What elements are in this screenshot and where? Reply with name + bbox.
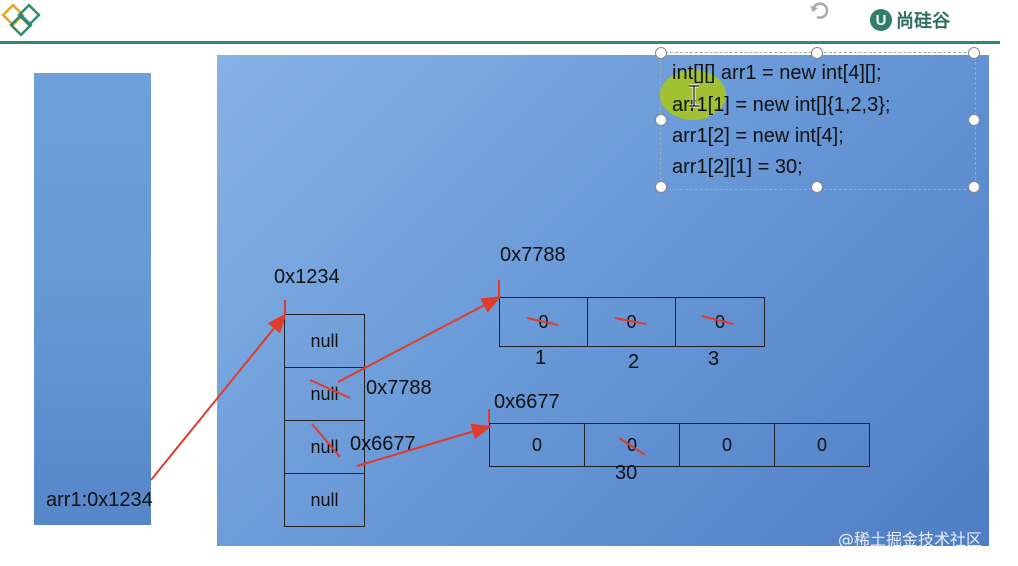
logo-icon: [1, 3, 41, 37]
inner-array-1-new-value: 1: [535, 347, 547, 369]
stack-panel: [34, 73, 151, 525]
resize-handle[interactable]: [968, 47, 980, 59]
strike-null: [309, 379, 351, 399]
rotate-handle-icon[interactable]: [804, 0, 834, 22]
inner-array-2-address: 0x6677: [494, 391, 560, 413]
inner-array-1-new-value: 3: [708, 348, 720, 370]
strike-zero: [614, 317, 647, 325]
watermark: @稀土掘金技术社区: [838, 530, 983, 549]
inner-array-2-cell: 0: [774, 423, 870, 467]
outer-array-address: 0x1234: [274, 266, 340, 288]
code-line-3: arr1[2] = new int[4];: [672, 125, 844, 147]
reference-label-6677: 0x6677: [350, 433, 416, 455]
arrow-row1-to-7788: [337, 296, 502, 383]
resize-handle[interactable]: [655, 114, 667, 126]
resize-handle[interactable]: [655, 47, 667, 59]
strike-null: [311, 423, 341, 458]
strike-zero: [701, 315, 734, 325]
resize-handle[interactable]: [811, 181, 823, 193]
resize-handle[interactable]: [655, 181, 667, 193]
strike-zero: [526, 317, 559, 326]
brand-text: 尚硅谷: [896, 11, 950, 32]
top-bar: U 尚硅谷: [0, 0, 1018, 42]
arrow-stack-to-outer: [150, 312, 287, 481]
outer-array-cell: null: [284, 473, 365, 527]
code-line-1: int[][] arr1 = new int[4][];: [672, 62, 882, 84]
brand-logo: U 尚硅谷: [870, 6, 950, 34]
code-line-2: arr1[1] = new int[]{1,2,3};: [672, 94, 891, 116]
inner-array-1-address: 0x7788: [500, 244, 566, 266]
resize-handle[interactable]: [968, 114, 980, 126]
header-divider: [0, 41, 1000, 44]
arrow-row2-to-6677: [356, 423, 492, 467]
code-line-4: arr1[2][1] = 30;: [672, 156, 803, 178]
heap-panel: [217, 55, 989, 546]
inner-array-2-new-value: 30: [615, 462, 638, 484]
strike-zero: [618, 437, 646, 456]
reference-label-7788: 0x7788: [366, 377, 432, 399]
resize-handle[interactable]: [968, 181, 980, 193]
inner-array-1-new-value: 2: [628, 351, 640, 373]
stack-variable-label: arr1:0x1234: [46, 489, 153, 511]
brand-mark: U: [870, 9, 892, 31]
resize-handle[interactable]: [811, 47, 823, 59]
